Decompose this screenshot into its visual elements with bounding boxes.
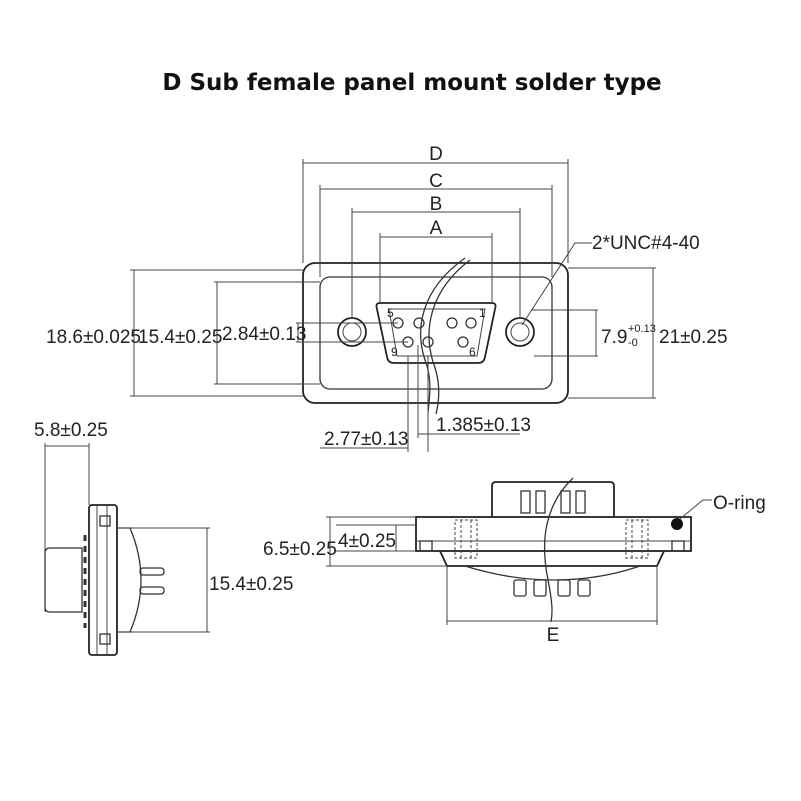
pin-label-9: 9 [391, 345, 398, 359]
connector-shell-inner [388, 308, 486, 357]
dim-height-flange-bottom [336, 524, 416, 552]
row-spacing-label: 2.84±0.13 [222, 324, 306, 345]
break-line-front [420, 257, 466, 413]
page-title: D Sub female panel mount solder type [162, 70, 661, 96]
dim-height-flange [568, 267, 656, 399]
dim-d-label: D [429, 144, 443, 165]
pin-label-5: 5 [387, 306, 394, 320]
side-depth-label: 5.8±0.25 [34, 420, 108, 441]
oring-leader [679, 499, 712, 520]
height-inner-label: 15.4±0.25 [138, 327, 222, 348]
height-outer-label: 18.6±0.025 [46, 327, 141, 348]
oring-dot [671, 518, 683, 530]
flange-outline [302, 262, 569, 404]
dim-c-label: C [429, 171, 443, 192]
bottom-view: O-ring 6.5±0.25 4±0.25 E [263, 477, 766, 646]
side-solder-cup-2 [139, 586, 165, 595]
side-plug [44, 547, 83, 613]
dim-a-label: A [430, 218, 443, 239]
side-solder-cup-1 [139, 567, 165, 576]
dim-height-outer [130, 269, 303, 397]
height-flange-label: 21±0.25 [659, 327, 728, 348]
hole-offset-label: 7.9 [601, 327, 627, 348]
dim-e [446, 566, 658, 625]
dim-b [351, 208, 521, 318]
bottom-lower-body [439, 550, 665, 567]
side-rear-body [117, 527, 142, 633]
height-flange-bottom-label: 4±0.25 [338, 531, 396, 552]
pin-label-6: 6 [469, 345, 476, 359]
break-line-bottom [543, 477, 574, 623]
dim-c [319, 185, 553, 277]
mounting-hole-right [505, 317, 535, 347]
dim-d [302, 159, 569, 263]
half-pitch-label: 1.385±0.13 [436, 415, 531, 436]
pin-row-top [392, 317, 477, 329]
dim-e-label: E [547, 625, 560, 646]
pin-row-bottom [402, 336, 469, 348]
break-line-front-2 [428, 259, 471, 415]
pitch-label: 2.77±0.13 [324, 429, 408, 450]
pin-label-1: 1 [479, 306, 486, 320]
side-flange [88, 504, 118, 656]
side-view: 5.8±0.25 15.4±0.25 [34, 420, 293, 656]
connector-shell [375, 302, 497, 364]
oring-label: O-ring [713, 493, 766, 514]
bottom-shell [491, 481, 615, 517]
dim-b-label: B [430, 194, 443, 215]
screw-leader [521, 242, 592, 326]
dim-hole-offset [532, 309, 598, 357]
bottom-solder-cups [513, 579, 591, 597]
flange-inner-outline [319, 276, 553, 390]
bottom-flange [415, 516, 692, 552]
hole-offset-tol-minus: -0 [628, 337, 638, 349]
dim-a [379, 233, 493, 303]
height-total-label: 6.5±0.25 [263, 539, 337, 560]
side-nut-bottom [99, 633, 111, 645]
hole-offset-tol-plus: +0.13 [628, 323, 656, 335]
dim-height-inner [214, 281, 320, 385]
dim-height-total [326, 516, 447, 567]
bottom-screw-right [625, 519, 649, 559]
side-nut-top [99, 515, 111, 527]
side-height-label: 15.4±0.25 [209, 574, 293, 595]
screw-label: 2*UNC#4-40 [592, 233, 700, 254]
bottom-screw-left [454, 519, 478, 559]
dim-row-spacing [296, 322, 408, 343]
front-view: 5 1 9 6 A B C D [46, 144, 728, 452]
dim-pitch [320, 345, 520, 452]
